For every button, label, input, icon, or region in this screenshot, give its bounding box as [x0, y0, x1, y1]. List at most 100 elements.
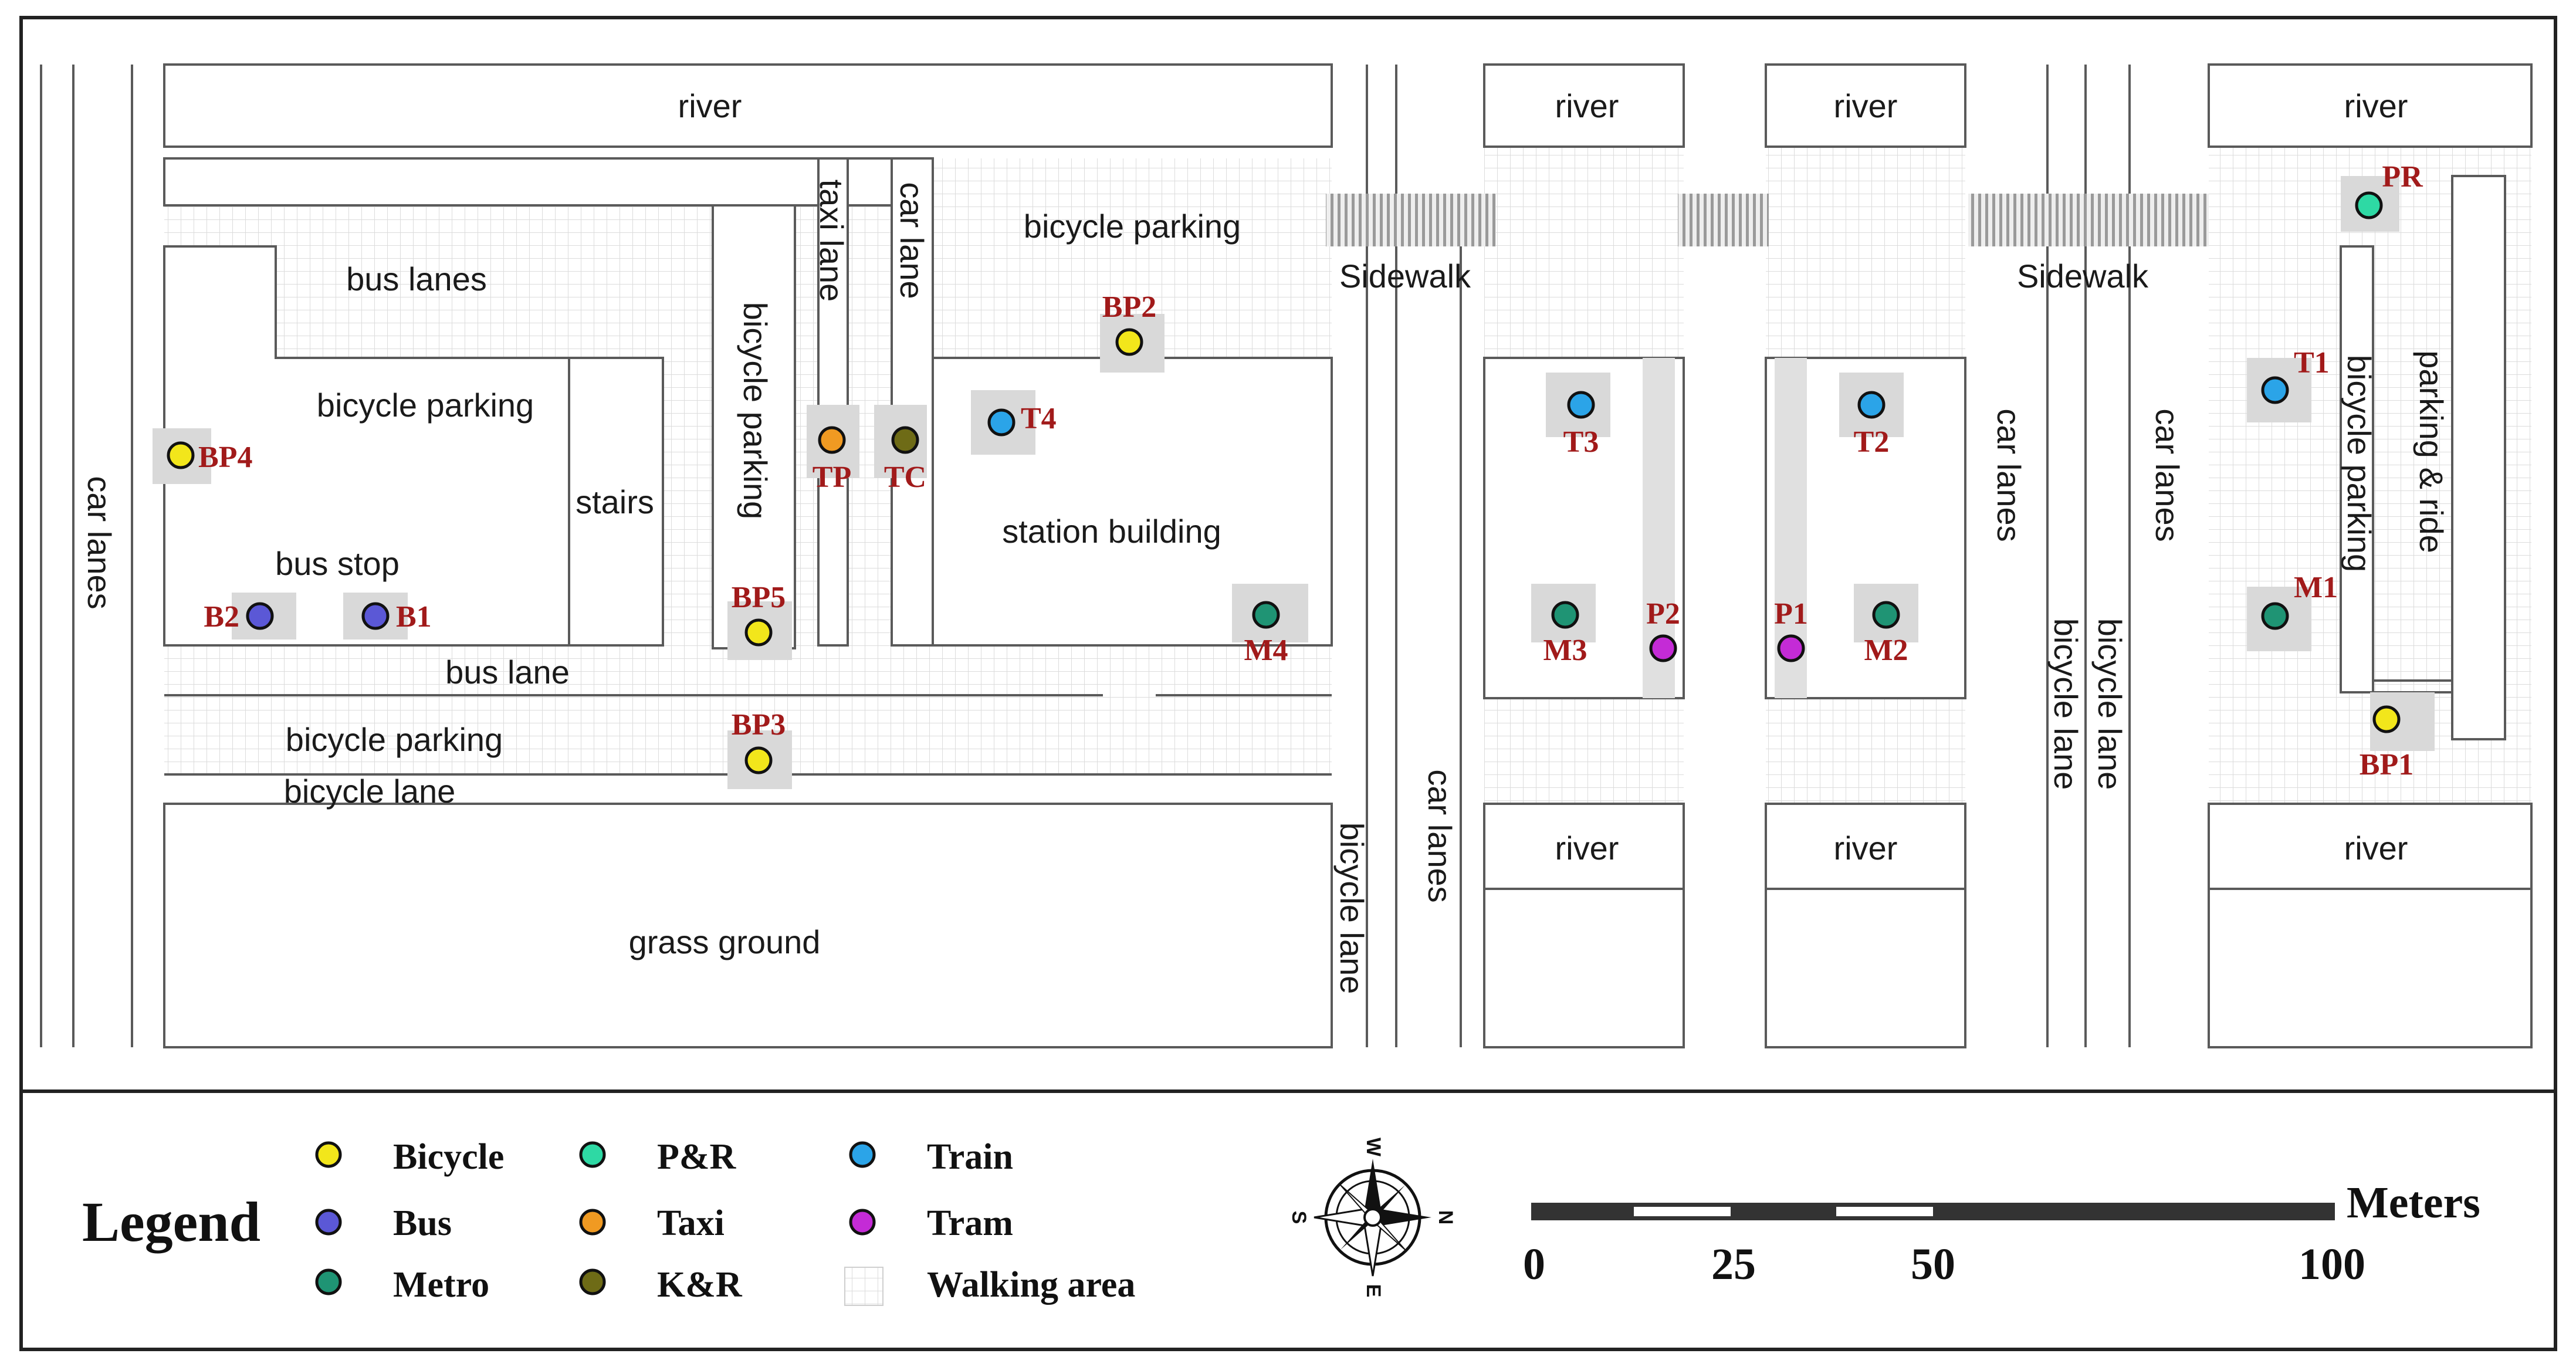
river-7: [2208, 803, 2533, 1048]
grass-ground-label: grass ground: [629, 923, 821, 960]
poi-label-m3: M3: [1543, 634, 1587, 667]
scale-tick-50: 50: [1911, 1240, 1955, 1289]
poi-label-m4: M4: [1244, 634, 1288, 667]
poi-label-t1: T1: [2294, 346, 2330, 380]
river-3: [1765, 63, 1966, 148]
bicycle-marker: [167, 441, 195, 469]
crosswalks: [1326, 194, 2209, 246]
car-lanes-right-2-label: car lanes: [2149, 408, 2186, 542]
legend-pr-label: P&R: [657, 1137, 737, 1177]
scale-bar: Meters 0 25 50 100: [1523, 1178, 2480, 1289]
poi-label-bp4: BP4: [198, 441, 252, 474]
bicycle-lane-right-2-label: bicycle lane: [2091, 618, 2128, 790]
legend-walking-label: Walking area: [927, 1265, 1135, 1305]
bicycle-parking-top-label: bicycle parking: [1024, 208, 1241, 245]
metro-marker: [1252, 601, 1280, 629]
car-lanes-left-label: car lanes: [81, 476, 118, 609]
area-labels: river river river river river river rive…: [81, 87, 2450, 994]
train-marker: [1857, 391, 1886, 419]
legend-kr-label: K&R: [657, 1265, 743, 1305]
kr-marker: [891, 426, 919, 454]
poi-label-bp3: BP3: [732, 708, 786, 742]
compass-e-label: E: [1362, 1284, 1385, 1298]
river-label-2: river: [1555, 87, 1619, 124]
car-lanes-right-1-label: car lanes: [1991, 408, 2027, 542]
river-label-4: river: [2344, 87, 2408, 124]
car-lanes-mid-label: car lanes: [1421, 769, 1458, 902]
scale-tick-25: 25: [1711, 1240, 1756, 1289]
scale-tick-100: 100: [2299, 1240, 2365, 1289]
legend-title: Legend: [82, 1190, 260, 1253]
bicycle-parking-right-label: bicycle parking: [2341, 355, 2378, 572]
poi-label-bp2: BP2: [1102, 290, 1156, 324]
bicycle-marker: [744, 618, 773, 647]
car-lane-label: car lane: [893, 182, 930, 299]
stairs-label: stairs: [576, 483, 654, 520]
bicycle-lane-right-1-label: bicycle lane: [2047, 618, 2084, 790]
legend-tram-label: Tram: [927, 1203, 1013, 1243]
poi-label-t2: T2: [1854, 425, 1890, 459]
bicycle-lane-mid-label: bicycle lane: [1333, 823, 1370, 994]
legend-tram-swatch: [849, 1209, 876, 1236]
legend-kr-swatch: [579, 1268, 606, 1295]
road-structure: [40, 65, 2506, 1048]
legend-taxi-label: Taxi: [657, 1203, 725, 1243]
compass-s-label: S: [1288, 1211, 1310, 1224]
bus-stop-label: bus stop: [275, 545, 400, 582]
bicycle-parking-vertical-label: bicycle parking: [737, 302, 774, 519]
poi-label-t4: T4: [1021, 402, 1057, 435]
taxi-marker: [818, 426, 846, 454]
legend-train-label: Train: [927, 1137, 1013, 1177]
river-6: [1765, 803, 1966, 1048]
legend-metro-label: Metro: [393, 1265, 489, 1305]
bicycle-marker: [744, 746, 773, 774]
poi-label-bp5: BP5: [732, 581, 786, 614]
bus-marker: [246, 602, 274, 630]
station-building-label: station building: [1002, 513, 1221, 550]
river-label-7: river: [2344, 830, 2408, 867]
poi-label-m2: M2: [1864, 634, 1908, 667]
bus-lane-label: bus lane: [445, 654, 570, 691]
legend-bicycle-swatch: [315, 1141, 342, 1168]
river-5: [1483, 803, 1685, 1048]
poi-label-b2: B2: [204, 600, 239, 634]
train-marker: [987, 408, 1015, 437]
legend-pr-swatch: [579, 1141, 606, 1168]
scale-unit: Meters: [2347, 1178, 2480, 1227]
poi-label-tp: TP: [813, 461, 851, 494]
tram-marker: [1777, 634, 1805, 662]
parking-ride-label: parking & ride: [2413, 350, 2450, 553]
poi-labels: BP4 BP5 BP3 BP2 BP1 B2 B1 TP TC T4 T3 T2…: [198, 160, 2423, 781]
taxi-lane-label: taxi lane: [813, 180, 850, 302]
poi-label-bp1: BP1: [2360, 748, 2413, 781]
legend-taxi-swatch: [579, 1209, 606, 1236]
tram-marker: [1649, 634, 1677, 662]
compass-n-label: N: [1434, 1210, 1457, 1225]
legend: Legend Bicycle Bus Metro P&R Taxi K&R Tr…: [82, 1137, 1135, 1306]
poi-label-pr: PR: [2382, 160, 2423, 194]
river-label-5: river: [1555, 830, 1619, 867]
metro-marker: [1872, 601, 1900, 629]
river-label-1: river: [678, 87, 742, 124]
poi-label-p2: P2: [1646, 597, 1680, 631]
river-2: [1483, 63, 1685, 148]
sidewalk-label-1: Sidewalk: [1339, 258, 1471, 295]
poi-markers: [153, 176, 2435, 789]
train-marker: [1567, 391, 1595, 419]
river-label-6: river: [1834, 830, 1898, 867]
legend-bus-swatch: [315, 1209, 342, 1236]
bicycle-marker: [1115, 328, 1143, 356]
bicycle-parking-lower-label: bicycle parking: [286, 721, 503, 758]
bus-marker: [361, 602, 390, 630]
bicycle-parking-left-label: bicycle parking: [317, 387, 534, 424]
poi-label-m1: M1: [2294, 571, 2338, 604]
metro-marker: [2261, 602, 2289, 630]
river-4: [2208, 63, 2533, 148]
bicycle-lane-lower-label: bicycle lane: [284, 773, 456, 810]
bicycle-marker: [2372, 705, 2401, 733]
poi-label-tc: TC: [884, 461, 926, 494]
river-1: [163, 63, 1333, 148]
river-label-3: river: [1834, 87, 1898, 124]
pr-marker: [2355, 191, 2383, 219]
